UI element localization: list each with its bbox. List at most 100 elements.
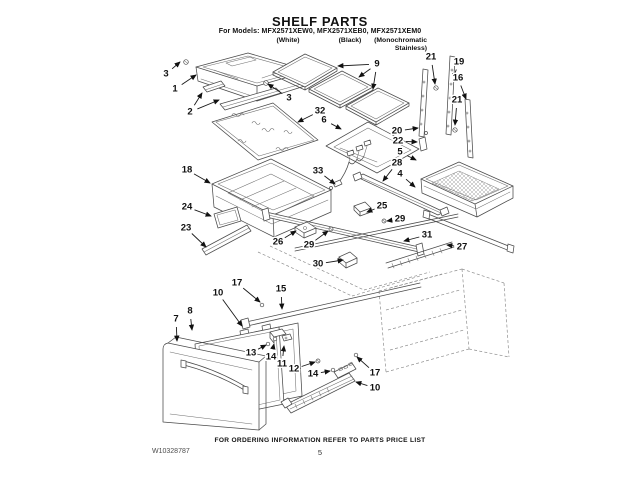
leader-line: [405, 178, 416, 188]
part-callout-33: 33: [313, 166, 324, 177]
variant-monochromatic-line1: (Monochromatic: [374, 37, 427, 44]
leader-line: [324, 175, 336, 185]
wire-harness: [329, 139, 372, 190]
leader-line: [386, 217, 393, 223]
leader-line: [358, 68, 371, 78]
cabinet-outline: [378, 268, 510, 373]
leader-line: [460, 85, 467, 100]
part-callout-9: 9: [374, 59, 379, 70]
leader-line: [356, 356, 370, 369]
part-callout-19: 19: [454, 57, 465, 68]
leader-line: [446, 243, 455, 249]
part-callout-13: 13: [246, 348, 257, 359]
part-callout-7: 7: [173, 314, 178, 325]
part-callout-27: 27: [457, 242, 468, 253]
leader-line: [297, 114, 314, 123]
part-callout-5: 5: [397, 147, 403, 158]
leader-line: [188, 318, 195, 331]
screw-cluster: [265, 328, 336, 373]
leader-line: [431, 64, 437, 85]
lower-slide-rail: [280, 361, 357, 414]
leader-line: [452, 69, 458, 80]
leader-line: [279, 296, 285, 310]
part-callout-1: 1: [172, 84, 178, 95]
part-callout-28: 28: [392, 158, 403, 169]
leader-line: [366, 207, 375, 213]
part-callout-29: 29: [395, 214, 406, 225]
variant-monochromatic-line2: Stainless): [394, 44, 427, 52]
support-bar-assembly: [257, 201, 515, 297]
leader-line: [242, 287, 261, 303]
part-callout-18: 18: [182, 165, 193, 176]
leader-line: [315, 230, 329, 241]
leader-line: [267, 83, 283, 94]
drawer-front-panel: [162, 336, 267, 431]
ordering-note: FOR ORDERING INFORMATION REFER TO PARTS …: [214, 437, 426, 444]
glass-panel: [211, 102, 319, 161]
leader-line: [284, 230, 297, 239]
part-callout-21: 21: [452, 95, 463, 106]
part-callout-25: 25: [377, 201, 388, 212]
leader-line: [181, 74, 197, 85]
leader-line: [320, 369, 331, 375]
variant-monochromatic: (Monochromatic Stainless): [365, 37, 427, 52]
part-callout-15: 15: [276, 284, 287, 295]
leader-line: [193, 92, 203, 106]
leader-line: [406, 155, 417, 161]
page-title: SHELF PARTS: [272, 14, 368, 29]
leader-line: [382, 169, 393, 182]
leader-line: [330, 123, 342, 130]
leader-line: [452, 107, 459, 126]
leader-line: [280, 345, 287, 357]
leader-line: [404, 126, 419, 132]
part-callout-12: 12: [289, 364, 300, 375]
part-callout-10: 10: [213, 288, 224, 299]
part-callout-17: 17: [232, 278, 243, 289]
leader-line: [257, 344, 267, 350]
leader-line: [405, 139, 418, 145]
leader-line: [191, 233, 207, 248]
part-callout-32: 32: [315, 106, 326, 117]
leader-line: [403, 236, 420, 243]
leader-line: [337, 63, 370, 69]
part-callout-30: 30: [313, 259, 324, 270]
part-callout-21: 21: [426, 52, 437, 63]
part-callout-29: 29: [304, 240, 315, 251]
part-callout-2: 2: [187, 107, 192, 118]
tub-trim-plate: [213, 206, 242, 229]
part-callout-31: 31: [422, 230, 433, 241]
leader-line: [371, 71, 377, 90]
part-callout-16: 16: [453, 73, 464, 84]
leader-line: [194, 209, 212, 217]
variant-black: (Black): [338, 37, 362, 44]
tuckaway-rail: [352, 171, 450, 217]
part-callout-8: 8: [187, 306, 192, 317]
part-callout-10: 10: [370, 383, 381, 394]
document-number: W10328787: [152, 448, 190, 455]
part-callout-22: 22: [393, 136, 404, 147]
leader-line: [355, 381, 368, 387]
leader-line: [171, 61, 181, 70]
freezer-basket: [420, 161, 514, 218]
part-callout-14: 14: [308, 369, 319, 380]
part-callout-14: 14: [266, 352, 277, 363]
tub-trim-strip: [201, 224, 252, 256]
models-line: For Models: MFX2571XEW0, MFX2571XEB0, MF…: [218, 28, 422, 35]
part-callout-26: 26: [273, 237, 284, 248]
leader-line: [325, 258, 344, 264]
part-callout-11: 11: [277, 359, 288, 370]
part-callout-24: 24: [182, 202, 193, 213]
leader-line: [174, 326, 180, 342]
variant-white: (White): [276, 37, 300, 44]
leader-line: [222, 299, 243, 327]
part-callout-3: 3: [286, 93, 291, 104]
part-callout-3: 3: [163, 69, 168, 80]
utility-tray: [325, 121, 420, 174]
drawer-tub: [211, 158, 332, 238]
leader-line: [270, 343, 276, 350]
mounting-rails: [418, 55, 474, 159]
leader-line: [197, 99, 220, 110]
bin-trim-pieces: [183, 59, 282, 111]
